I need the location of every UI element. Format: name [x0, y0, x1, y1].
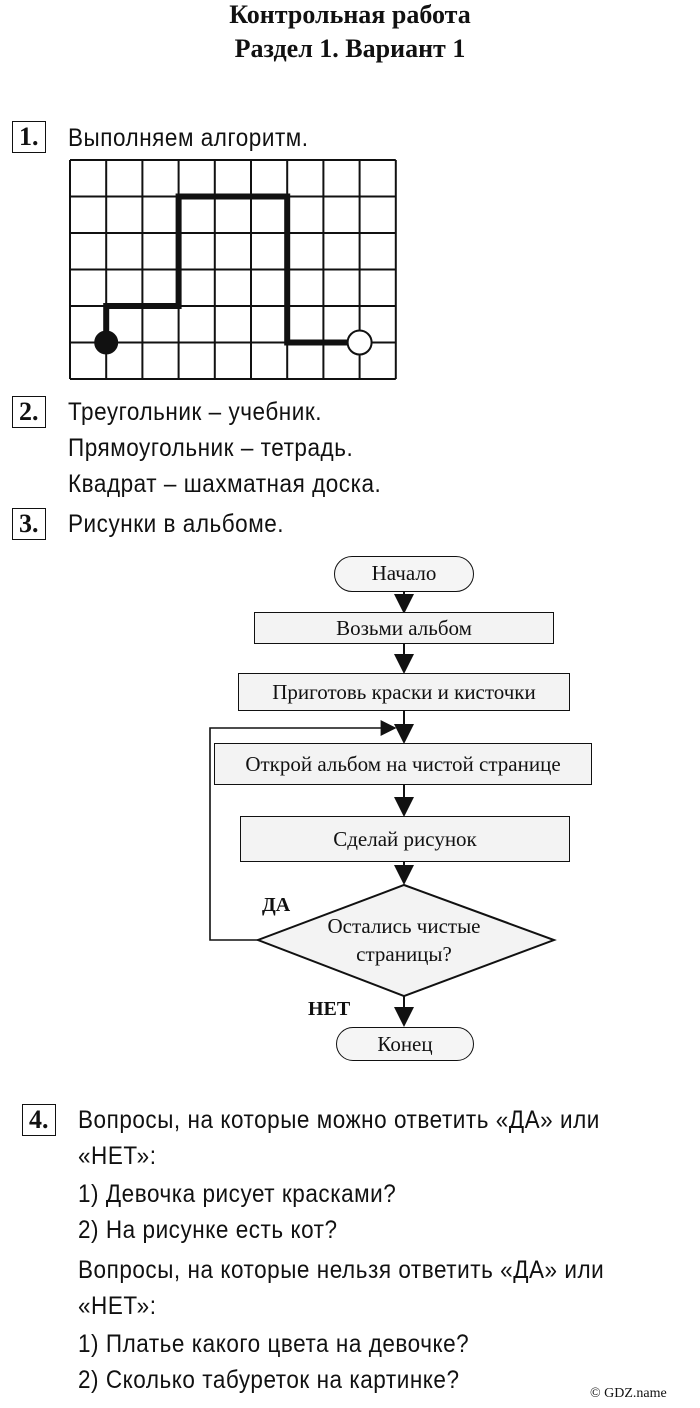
start-point-filled-circle	[94, 330, 119, 355]
task4-yesno-q1: 1) Девочка рисует красками?	[78, 1180, 397, 1208]
decision-line-2: страницы?	[356, 942, 452, 966]
task4-open-q2: 2) Сколько табуреток на картинке?	[78, 1366, 460, 1394]
flowchart-step-4: Сделай рисунок	[240, 816, 570, 862]
flowchart-end: Конец	[336, 1027, 474, 1061]
task-number-2: 2.	[12, 396, 46, 428]
task3-text: Рисунки в альбоме.	[68, 510, 285, 538]
decision-line-1: Остались чистые	[327, 914, 481, 938]
task4-open-intro-1: Вопросы, на которые нельзя ответить «ДА»…	[78, 1256, 605, 1284]
yes-label: ДА	[262, 894, 291, 916]
task4-yesno-q2: 2) На рисунке есть кот?	[78, 1216, 338, 1244]
task-number-1: 1.	[12, 121, 46, 153]
flowchart-decision-text: Остались чистые страницы?	[300, 912, 508, 968]
task4-yesno-intro-2: «НЕТ»:	[78, 1142, 157, 1170]
flowchart-step-2: Приготовь краски и кисточки	[238, 673, 570, 711]
page-subtitle: Раздел 1. Вариант 1	[234, 34, 466, 63]
flowchart-step-3: Открой альбом на чистой странице	[214, 743, 592, 785]
task4-yesno-intro-1: Вопросы, на которые можно ответить «ДА» …	[78, 1106, 600, 1134]
flowchart-start: Начало	[334, 556, 474, 592]
task2-line-1: Треугольник – учебник.	[68, 398, 323, 426]
end-point-open-circle	[346, 329, 373, 356]
task-number-4: 4.	[22, 1104, 56, 1136]
task4-open-intro-2: «НЕТ»:	[78, 1292, 157, 1320]
task2-line-3: Квадрат – шахматная доска.	[68, 470, 382, 498]
loop-arrow	[209, 720, 397, 941]
page-title: Контрольная работа	[229, 0, 471, 29]
task4-open-q1: 1) Платье какого цвета на девочке?	[78, 1330, 470, 1358]
task-number-3: 3.	[12, 508, 46, 540]
flowchart-step-1: Возьми альбом	[254, 612, 554, 644]
copyright-credit: © GDZ.name	[590, 1386, 667, 1401]
algorithm-path	[103, 193, 360, 346]
task2-line-2: Прямоугольник – тетрадь.	[68, 434, 354, 462]
no-label: НЕТ	[308, 998, 351, 1020]
task1-text: Выполняем алгоритм.	[68, 124, 309, 152]
